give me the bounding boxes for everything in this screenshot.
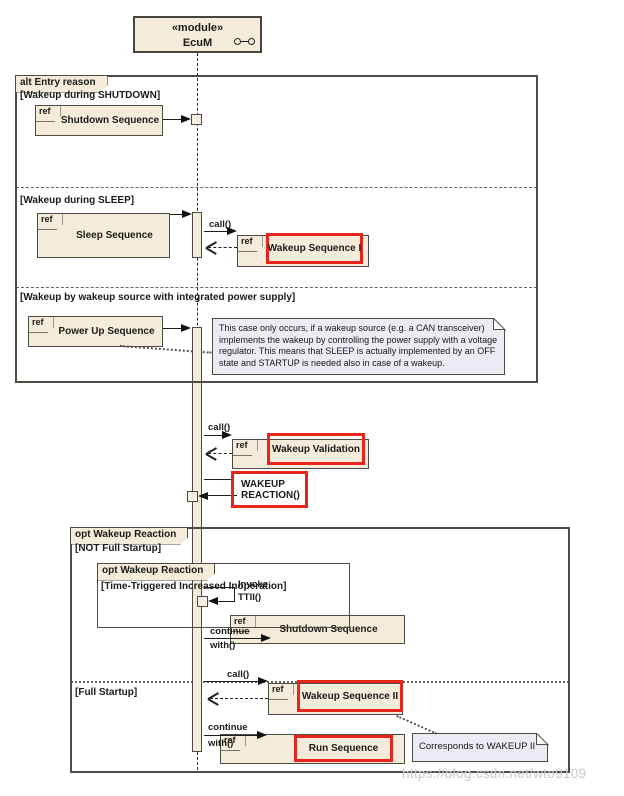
return-arrowhead-3-icon bbox=[208, 692, 220, 705]
wakeup-reaction-line-b bbox=[208, 495, 237, 496]
ref-shutdown-sequence-2: ref Shutdown Sequence bbox=[230, 615, 405, 644]
note-corresponds: Corresponds to WAKEUP II bbox=[412, 733, 548, 762]
execution-occurrence-square bbox=[197, 596, 208, 607]
call-message-line-3 bbox=[204, 681, 259, 682]
execution-occurrence-square bbox=[191, 114, 202, 125]
alt-separator-2 bbox=[16, 287, 537, 288]
powerup-message-line bbox=[163, 328, 183, 329]
ref-shutdown-sequence: ref Shutdown Sequence bbox=[35, 105, 163, 136]
module-header-box: «module» EcuM bbox=[133, 16, 262, 53]
guard-wakeup-during-shutdown: [Wakeup during SHUTDOWN] bbox=[20, 90, 161, 101]
interface-circle-icon bbox=[248, 38, 255, 45]
activation-bar-sleep bbox=[192, 212, 202, 258]
continue-label-2a: continue bbox=[208, 722, 248, 733]
self-message-arrowhead-icon bbox=[208, 597, 218, 605]
ref-name: Wakeup Validation bbox=[272, 443, 360, 455]
alt-separator-1 bbox=[16, 187, 537, 188]
wakeup-reaction-line-a bbox=[204, 479, 231, 480]
execution-occurrence-square bbox=[187, 491, 198, 502]
note-text: This case only occurs, if a wakeup sourc… bbox=[219, 323, 498, 369]
ref-tag: ref bbox=[233, 440, 258, 456]
return-arrowhead-2-icon bbox=[206, 447, 218, 460]
note-power-supply: This case only occurs, if a wakeup sourc… bbox=[212, 318, 505, 375]
opt-fragment-frame bbox=[70, 527, 570, 773]
call-message-label-3: call() bbox=[227, 669, 250, 680]
self-message-top-line bbox=[204, 587, 235, 588]
watermark-text: https://blog.csdn.net/wto9109 bbox=[402, 766, 587, 781]
ref-name: Run Sequence bbox=[308, 743, 379, 754]
self-message-bottom-line bbox=[217, 601, 235, 602]
return-message-line-2 bbox=[208, 453, 232, 454]
guard-wakeup-during-sleep: [Wakeup during SLEEP] bbox=[20, 195, 135, 206]
return-message-line-3 bbox=[210, 698, 268, 699]
continue-label-1b: with() bbox=[210, 640, 236, 651]
ref-name: Wakeup Sequence I bbox=[267, 243, 362, 254]
shutdown-message-line bbox=[163, 119, 183, 120]
call-message-label-2: call() bbox=[208, 422, 231, 433]
call-arrowhead-3-icon bbox=[258, 677, 268, 685]
ref-tag: ref bbox=[238, 236, 263, 252]
continue-message-line-1 bbox=[204, 638, 262, 639]
ref-tag: ref bbox=[38, 214, 63, 230]
ref-name: Shutdown Sequence bbox=[60, 115, 160, 126]
opt-fragment-label: opt Wakeup Reaction bbox=[70, 527, 188, 545]
highlight-run-sequence: Run Sequence bbox=[294, 735, 393, 762]
highlight-wakeup-validation: Wakeup Validation bbox=[267, 433, 365, 465]
ref-name: Sleep Sequence bbox=[76, 230, 153, 241]
inner-opt-fragment-label: opt Wakeup Reaction bbox=[97, 563, 215, 581]
call-arrowhead-1-icon bbox=[227, 227, 237, 235]
interface-circle-icon bbox=[234, 38, 241, 45]
continue-arrowhead-2-icon bbox=[257, 731, 267, 739]
activation-bar-main bbox=[192, 327, 202, 752]
call-message-line-1 bbox=[204, 231, 228, 232]
component-interface-icon bbox=[234, 38, 255, 45]
powerup-arrowhead-icon bbox=[181, 324, 191, 332]
return-message-line-1 bbox=[208, 247, 237, 248]
ref-name: Wakeup Sequence II bbox=[301, 690, 399, 702]
highlight-wakeup-sequence-2: Wakeup Sequence II bbox=[297, 680, 403, 712]
highlight-wakeup-reaction: WAKEUP REACTION() bbox=[231, 471, 308, 508]
ref-name: Power Up Sequence bbox=[58, 326, 155, 337]
interface-bar-icon bbox=[241, 40, 248, 43]
wakeup-reaction-label-2: REACTION() bbox=[241, 489, 300, 501]
ref-power-up-sequence: ref Power Up Sequence bbox=[28, 316, 163, 347]
module-stereotype: «module» bbox=[171, 22, 224, 34]
self-message-side-line bbox=[234, 587, 235, 602]
return-arrowhead-1-icon bbox=[206, 241, 218, 254]
alt-fragment-label: alt Entry reason bbox=[15, 75, 108, 93]
ref-name: Shutdown Sequence bbox=[279, 624, 378, 635]
note-fold-icon bbox=[536, 733, 548, 745]
alt-fragment-frame bbox=[15, 75, 538, 383]
sleep-arrowhead-icon bbox=[182, 210, 192, 218]
module-name: EcuM bbox=[182, 36, 213, 49]
sleep-message-line bbox=[170, 214, 184, 215]
invoke-label-1: Invoke bbox=[238, 579, 269, 590]
continue-arrowhead-1-icon bbox=[261, 634, 271, 642]
inner-opt-fragment-frame bbox=[97, 563, 350, 628]
ref-tag: ref bbox=[221, 735, 246, 751]
note-fold-icon bbox=[493, 318, 505, 330]
ref-tag: ref bbox=[36, 106, 61, 122]
wakeup-reaction-arrowhead-icon bbox=[198, 492, 208, 500]
call-arrowhead-2-icon bbox=[222, 431, 232, 439]
guard-full-startup: [Full Startup] bbox=[75, 687, 138, 698]
continue-message-line-2 bbox=[204, 735, 258, 736]
highlight-wakeup-sequence-1: Wakeup Sequence I bbox=[266, 233, 363, 264]
wakeup-reaction-label-1: WAKEUP bbox=[241, 478, 285, 490]
guard-not-full-startup: [NOT Full Startup] bbox=[75, 543, 162, 554]
note-text: Corresponds to WAKEUP II bbox=[419, 741, 536, 753]
shutdown-arrowhead-icon bbox=[181, 115, 191, 123]
continue-label-1a: continue bbox=[210, 626, 250, 637]
ref-tag: ref bbox=[29, 317, 54, 333]
call-message-label-1: call() bbox=[209, 219, 232, 230]
guard-time-triggered: [Time-Triggered Increased Inoperation] bbox=[101, 581, 287, 592]
ref-sleep-sequence: ref Sleep Sequence bbox=[37, 213, 170, 258]
call-message-line-2 bbox=[204, 435, 224, 436]
guard-wakeup-power-supply: [Wakeup by wakeup source with integrated… bbox=[20, 292, 296, 303]
ref-tag: ref bbox=[269, 684, 294, 700]
invoke-label-2: TTII() bbox=[238, 592, 262, 603]
continue-label-2b: with() bbox=[208, 738, 234, 749]
